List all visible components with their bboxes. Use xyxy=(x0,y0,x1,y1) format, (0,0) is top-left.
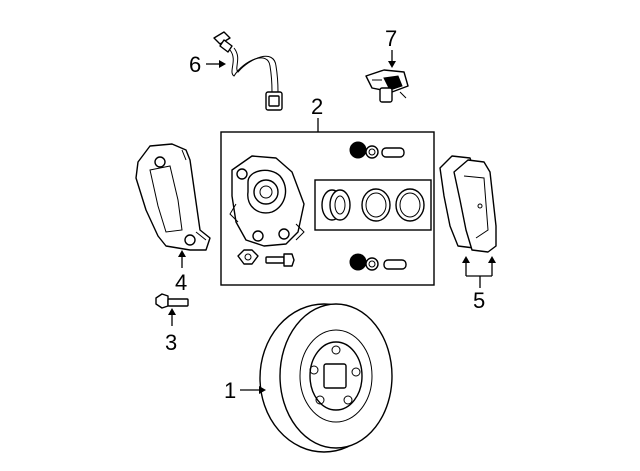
callout-7: 7 xyxy=(385,26,397,51)
piston xyxy=(321,189,351,221)
caliper-support-bracket xyxy=(135,143,211,251)
caliper-nut xyxy=(237,249,259,265)
brake-hose xyxy=(213,31,283,111)
caliper-bolt xyxy=(265,253,295,267)
callout-2: 2 xyxy=(311,94,323,119)
caliper-kit-box xyxy=(220,131,435,286)
dust-boot xyxy=(395,188,425,222)
piston-seal xyxy=(361,188,391,222)
caliper-body xyxy=(229,155,305,247)
leader-lines xyxy=(168,50,496,394)
seal-kit-box xyxy=(314,179,432,231)
callout-5: 5 xyxy=(473,288,485,313)
callout-1: 1 xyxy=(224,378,236,403)
callout-4: 4 xyxy=(175,270,187,295)
guide-pin-kit-top xyxy=(349,141,405,159)
guide-pin-kit-bottom xyxy=(349,253,407,271)
callout-3: 3 xyxy=(165,330,177,355)
brake-rotor xyxy=(259,303,393,453)
brake-pad-outer xyxy=(453,159,497,253)
callout-6: 6 xyxy=(189,52,201,77)
wheel-speed-sensor xyxy=(365,69,409,103)
bracket-bolt xyxy=(155,293,189,309)
